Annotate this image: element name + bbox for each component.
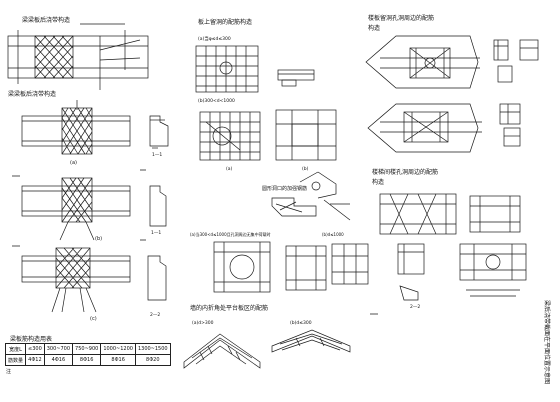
table-cell: 筋数量 <box>4 354 27 366</box>
table-cell: 4Φ12 <box>25 354 45 366</box>
caption-b3: (b)d≤300 <box>290 320 312 326</box>
title-stair-opening: 楼梯间楼孔洞周边的配筋 <box>372 168 438 176</box>
table-note: 注 <box>6 369 12 375</box>
label-b-openings: (b) <box>302 166 309 172</box>
caption-a1: (a)当φ≤d≤300 <box>198 35 231 42</box>
rotated-title: 梁后浇带截面在平面位置示意图 <box>543 300 550 385</box>
title-floor-opening-2: 构造 <box>368 24 380 32</box>
title-floor-opening: 楼板留洞孔洞周边的配筋 <box>368 14 434 22</box>
table-cell: 1300~1500 <box>134 343 171 355</box>
table-cell: 8Φ16 <box>100 354 136 366</box>
table-title: 梁板筋构造用表 <box>10 336 53 343</box>
table-cell: 300~700 <box>43 343 74 355</box>
title-post-cast-strip-1: 梁梁板后浇带构造 <box>22 16 70 24</box>
title-circular-opening: 圆形洞口的加强钢筋 <box>262 185 307 192</box>
post-cast-strip-beams: 梁梁板后浇带构造 (a) 1—1 (b) 1—1 (c) 2—2 <box>8 90 169 322</box>
inner-corner-details: 墙的内折角处平台板区的配筋 (a)d>300 (b)d≤300 <box>183 304 351 369</box>
table-cell: 8Φ16 <box>72 354 102 366</box>
table-cell: 8Φ20 <box>134 354 171 366</box>
stair-opening-details: 楼板留洞孔洞周边的配筋 构造 楼梯间楼孔洞周边的配筋 构造 <box>365 14 539 310</box>
title-slab-openings: 板上留洞的配筋构造 <box>198 18 252 26</box>
label-a-openings: (a) <box>226 166 233 172</box>
table-cell: 750~900 <box>72 343 102 355</box>
caption-b1: (b)300<d<1000 <box>198 98 235 104</box>
caption-a-left: (a) <box>70 160 77 166</box>
section-2-2-right: 2—2 <box>410 304 420 310</box>
table-row: 筋数量 4Φ12 4Φ16 8Φ16 8Φ16 8Φ20 <box>4 354 171 366</box>
dimension-marks <box>12 169 378 315</box>
post-cast-strip-top-detail: 梁梁板后浇带构造 <box>7 16 149 90</box>
table-cell: ≤300 <box>25 343 45 355</box>
title-inner-corner: 墙的内折角处平台板区的配筋 <box>190 304 268 312</box>
title-stair-opening-2: 构造 <box>372 178 384 186</box>
caption-a2: (a)当300<d≤1000且孔洞周边无集中荷载时 <box>190 231 271 237</box>
table-row: 宽度L ≤300 300~700 750~900 1000~1200 1300~… <box>4 343 171 355</box>
section-2-2-c: 2—2 <box>150 312 160 318</box>
title-post-cast-strip-2: 梁梁板后浇带构造 <box>8 90 56 98</box>
reinforcement-table: 宽度L ≤300 300~700 750~900 1000~1200 1300~… <box>4 343 171 366</box>
caption-a3: (a)d>300 <box>192 320 214 326</box>
caption-b-left: (b) <box>95 236 102 242</box>
section-1-1-a: 1—1 <box>152 152 162 158</box>
table-cell: 4Φ16 <box>43 354 74 366</box>
section-1-1-b: 1—1 <box>151 230 161 236</box>
table-cell: 宽度L <box>4 343 27 355</box>
table-cell: 1000~1200 <box>100 343 136 355</box>
caption-c-left: (c) <box>90 316 97 322</box>
slab-opening-details: 板上留洞的配筋构造 (a)当φ≤d≤300 (b)300<d<1000 (a) … <box>190 18 369 293</box>
caption-b2: (b)d≤1000 <box>322 232 344 237</box>
